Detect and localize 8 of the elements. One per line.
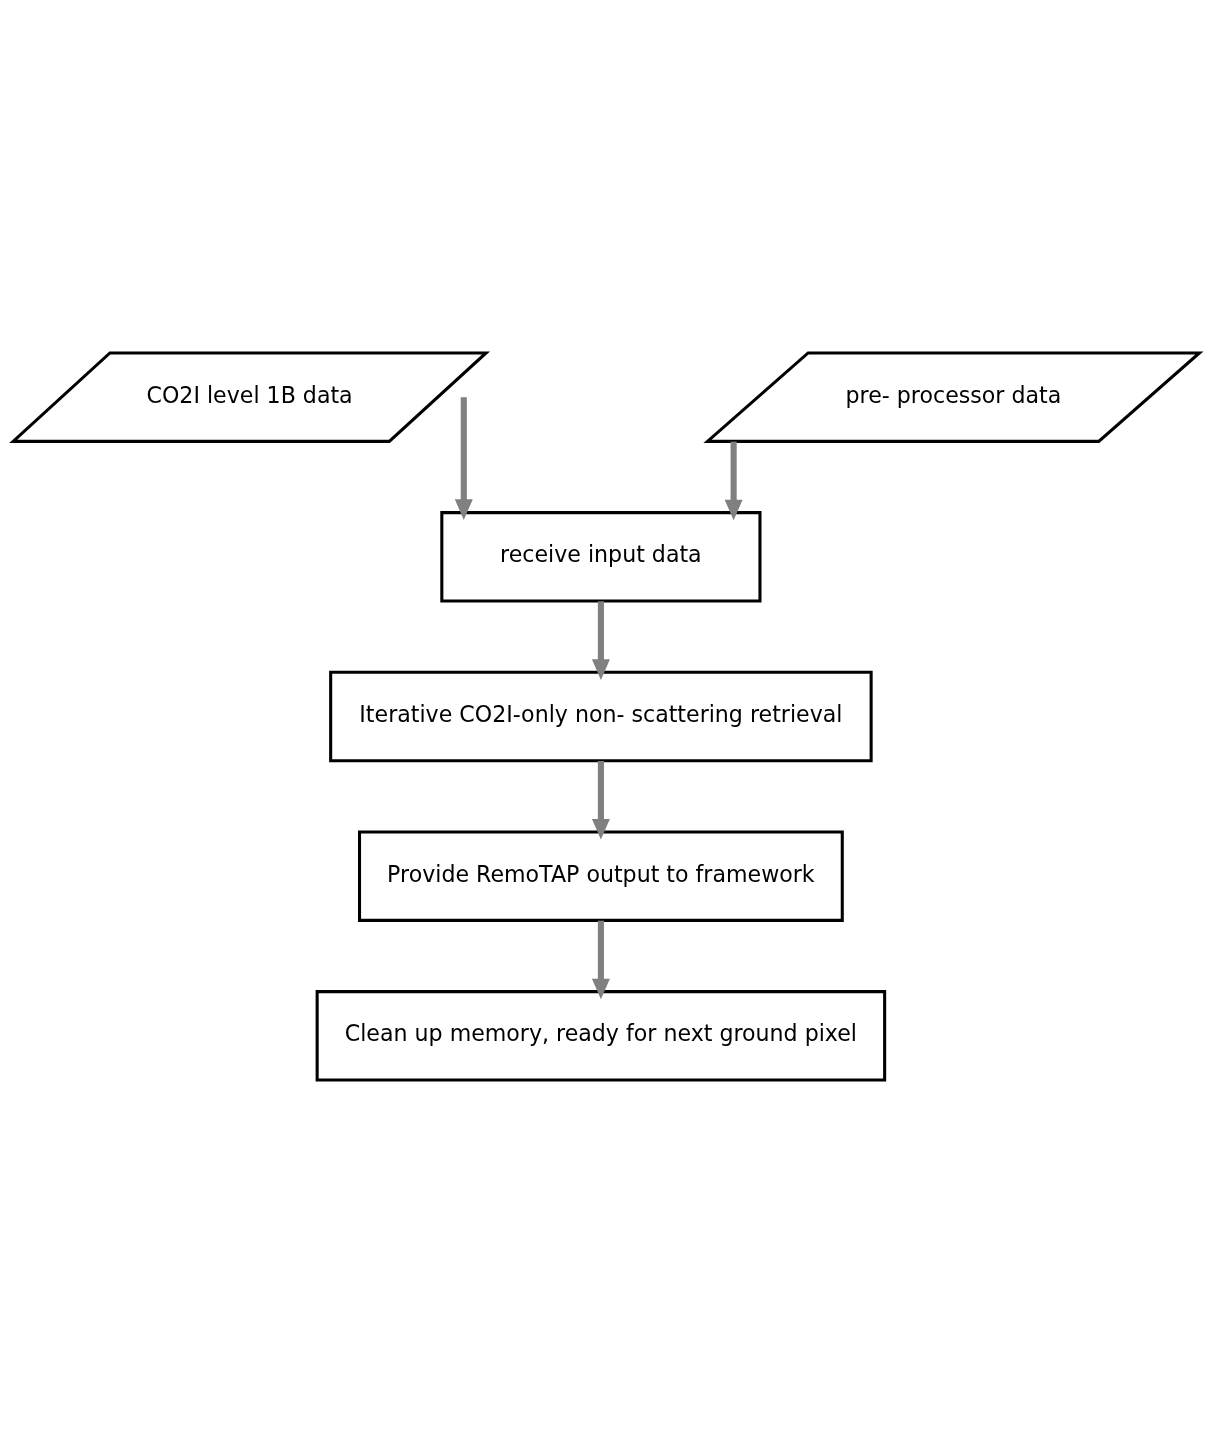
node-box: Iterative CO2I-only non- scattering retrieval [329,670,873,763]
node-box: Clean up memory, ready for next ground pixel [315,990,887,1082]
arrow [591,920,610,1000]
node-box: receive input data [440,511,762,603]
node-box: Provide RemoTAP output to framework [358,830,844,922]
arrow [724,441,743,521]
arrow [591,601,610,680]
arrow [454,397,473,520]
